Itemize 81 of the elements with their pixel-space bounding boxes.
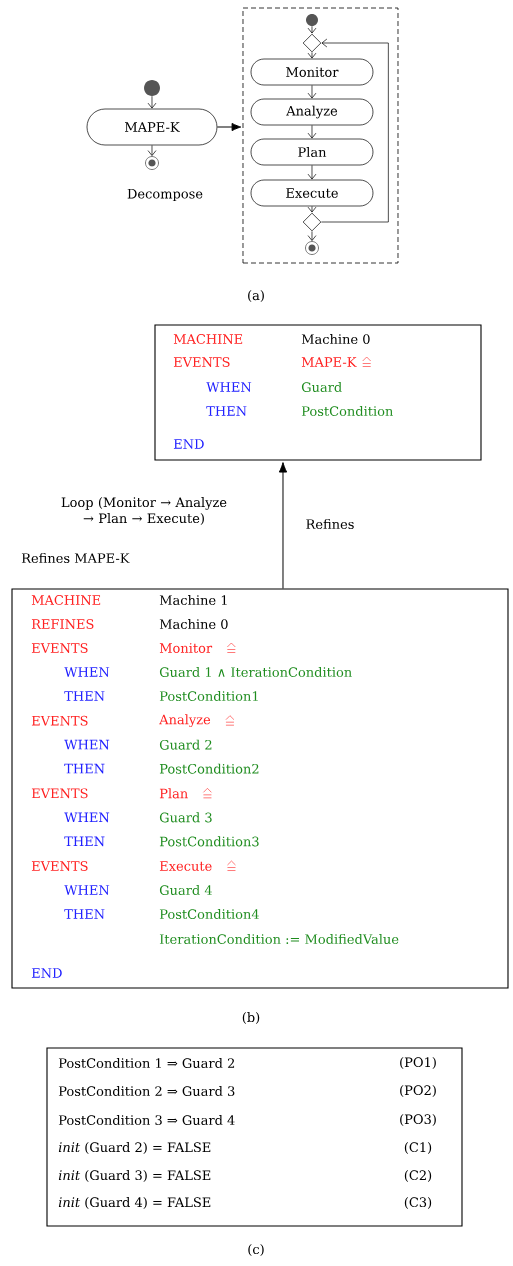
keyword: THEN — [64, 691, 105, 701]
code-text: IterationCondition := ModifiedValue — [159, 933, 399, 945]
keyword: THEN — [64, 836, 105, 847]
arrow — [307, 231, 317, 241]
code-text: PostCondition1 — [159, 690, 258, 702]
arrow — [278, 462, 288, 589]
code-text: PostCondition3 — [159, 836, 259, 847]
keyword: END — [31, 968, 62, 978]
keyword: THEN — [64, 909, 105, 919]
code-text: PostCondition4 — [159, 909, 259, 920]
end-dot — [145, 156, 159, 170]
equation-label: (PO3) — [400, 1114, 436, 1126]
equation-label: (C3) — [404, 1197, 432, 1209]
code-text: Analyze — [159, 714, 211, 728]
formula-text: init (Guard 2) = FALSE — [58, 1142, 211, 1154]
keyword: WHEN — [64, 812, 110, 823]
annotation-text: Loop (Monitor → Analyze → Plan → Execute) — [61, 497, 227, 525]
arrow — [307, 165, 317, 180]
code-text: Monitor — [159, 643, 213, 653]
subfigure-label: (c) — [248, 1244, 264, 1256]
arrow — [216, 122, 242, 132]
formula-text: PostCondition 2 ⇒ Guard 3 — [58, 1085, 235, 1097]
subfigure-label: (b) — [242, 1012, 260, 1024]
caption-text: Decompose — [127, 188, 203, 202]
start-dot — [144, 80, 160, 96]
code-text: Plan — [159, 788, 188, 799]
arrow — [307, 206, 317, 213]
keyword: THEN — [64, 763, 105, 774]
keyword: WHEN — [64, 739, 110, 750]
arrow — [321, 38, 389, 223]
keyword: WHEN — [64, 885, 110, 895]
decision-diamond — [302, 33, 322, 53]
code-text: Execute — [159, 861, 212, 871]
end-dot — [305, 241, 319, 255]
dashed-frame — [242, 7, 399, 264]
activity-box: MAPE-K — [86, 108, 218, 146]
code-text: Guard 1 ∧ IterationCondition — [159, 666, 352, 678]
keyword: EVENTS — [173, 357, 230, 367]
code-text: Machine 0 — [301, 334, 370, 345]
keyword: EVENTS — [31, 861, 88, 871]
arrow — [307, 25, 317, 34]
keyword: MACHINE — [31, 595, 101, 605]
arrow — [307, 52, 317, 59]
keyword: EVENTS — [31, 715, 88, 726]
activity-box: Execute — [250, 179, 374, 207]
keyword: MACHINE — [173, 334, 243, 344]
formula-text: init (Guard 3) = FALSE — [58, 1170, 211, 1182]
equation-label: (C2) — [404, 1170, 432, 1182]
formula-text: init (Guard 4) = FALSE — [58, 1197, 211, 1209]
activity-box: Analyze — [250, 98, 374, 126]
activity-box: Plan — [250, 138, 374, 166]
keyword: WHEN — [206, 382, 252, 392]
code-text: Guard 3 — [159, 812, 212, 823]
decision-diamond — [302, 212, 322, 232]
keyword: THEN — [206, 406, 247, 416]
keyword: EVENTS — [31, 788, 88, 799]
formula-text: PostCondition 3 ⇒ Guard 4 — [58, 1114, 235, 1126]
activity-box: Monitor — [250, 58, 374, 86]
code-text: PostCondition — [301, 406, 393, 417]
code-text: Guard 4 — [159, 885, 212, 896]
arrow — [147, 145, 157, 156]
equation-label: (C1) — [404, 1142, 432, 1154]
equation-label: (PO1) — [400, 1057, 436, 1069]
keyword: EVENTS — [31, 643, 88, 653]
keyword: WHEN — [64, 667, 110, 677]
code-text: Guard — [301, 382, 342, 393]
arrow — [307, 85, 317, 99]
code-text: Guard 2 — [159, 739, 212, 750]
annotation-text: Refines MAPE-K — [21, 553, 130, 564]
edge-label: Refines — [304, 518, 356, 531]
code-text: PostCondition2 — [159, 763, 259, 774]
keyword: REFINES — [31, 619, 94, 629]
equation-label: (PO2) — [400, 1085, 436, 1097]
subfigure-label: (a) — [248, 290, 264, 302]
code-text: Machine 1 — [159, 595, 227, 606]
keyword: END — [173, 439, 204, 449]
arrow — [307, 125, 317, 139]
arrow — [147, 95, 157, 109]
code-text: Machine 0 — [159, 618, 228, 630]
code-text: MAPE-K — [301, 357, 357, 367]
formula-text: PostCondition 1 ⇒ Guard 2 — [58, 1057, 235, 1069]
